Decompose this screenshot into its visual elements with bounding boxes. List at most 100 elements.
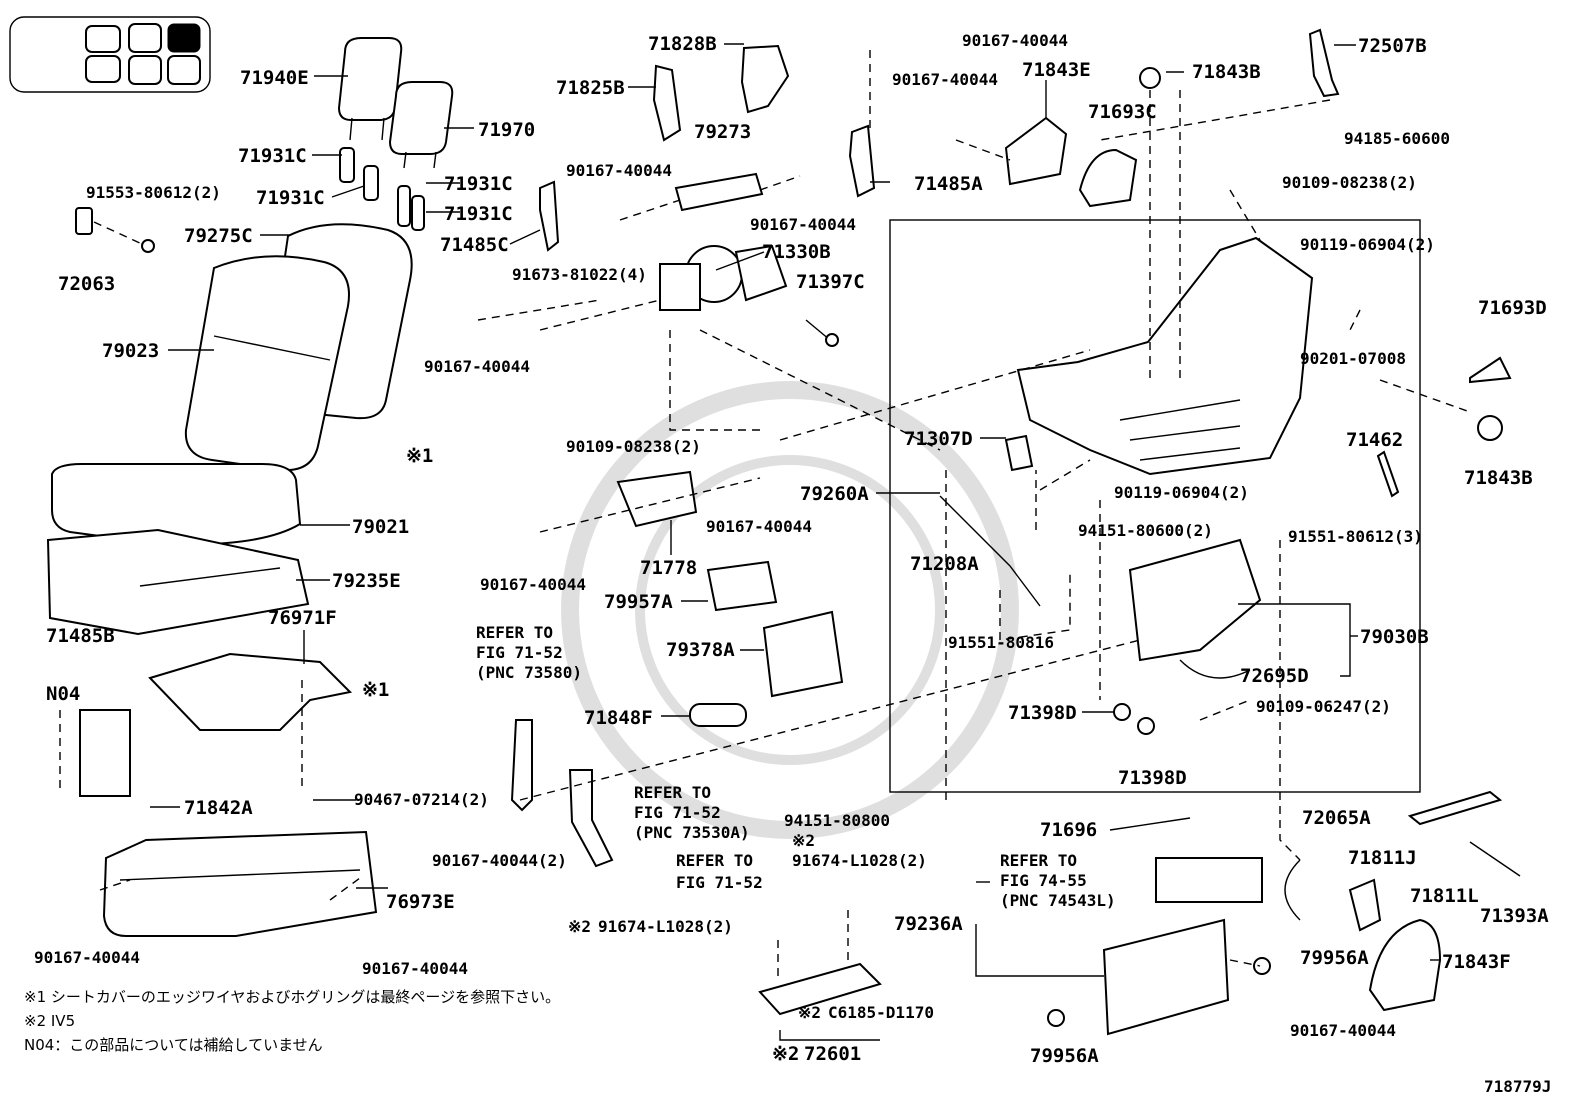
callout-90109-08238: 90109-08238(2): [566, 437, 701, 456]
refer-to-73530A: REFER TO FIG 71-52 (PNC 73530A): [634, 783, 750, 842]
callout-labels: 71940E 71970 71931C 71931C 71931C 71931C…: [34, 31, 1549, 1067]
callout-N04: N04: [46, 683, 80, 705]
callout-90167-40044: 90167-40044: [566, 161, 672, 180]
callout-71330B: 71330B: [762, 241, 831, 263]
callout-71848F: 71848F: [584, 707, 653, 729]
cover-71843F: [1368, 918, 1442, 1012]
seat-frame-76973E: [102, 830, 378, 937]
refer-to-74543L: REFER TO FIG 74-55 (PNC 74543L): [1000, 851, 1116, 910]
refer-line: REFER TO: [1000, 851, 1077, 870]
cover-71778: [616, 470, 698, 528]
callout-71307D: 71307D: [904, 428, 973, 450]
callout-71970: 71970: [478, 119, 535, 141]
recliner-71330B: [659, 244, 788, 311]
cable-71393A: [1469, 841, 1521, 877]
callout-90167-40044: 90167-40044: [750, 215, 856, 234]
callout-ast2: ※2: [798, 1003, 821, 1022]
callout-79021: 79021: [352, 516, 409, 538]
refer-line: REFER TO: [676, 851, 753, 870]
refer-line: FIG 71-52: [676, 873, 763, 892]
callout-94185-60600: 94185-60600: [1344, 129, 1450, 148]
leader-lines: [150, 43, 1440, 1041]
callout-91674-L1028: 91674-L1028(2): [792, 851, 927, 870]
callout-71485B: 71485B: [46, 625, 115, 647]
cover-71485B: [79, 709, 131, 797]
panel-71828B: [740, 44, 790, 114]
dashed-assembly-lines: [59, 50, 1471, 980]
footnote-2: ※2 IV5: [24, 1012, 75, 1030]
callout-71693C: 71693C: [1088, 101, 1157, 123]
refer-line: REFER TO: [476, 623, 553, 642]
callout-71398D: 71398D: [1008, 702, 1077, 724]
rod-71696: [1109, 817, 1191, 831]
callout-91673-81022: 91673-81022(4): [512, 265, 647, 284]
callout-76973E: 76973E: [386, 891, 455, 913]
callout-71931C: 71931C: [444, 203, 513, 225]
callout-ast2: ※2: [792, 831, 815, 850]
label-74543L: [1155, 857, 1263, 903]
cushion-tray-76971F: [148, 652, 353, 731]
reclining-unit-79030B: [1128, 538, 1262, 662]
refer-line: REFER TO: [634, 783, 711, 802]
cover-71485C: [539, 180, 560, 252]
callout-71778: 71778: [640, 557, 697, 579]
callout-71940E: 71940E: [240, 67, 309, 89]
cover-71843E: [1004, 116, 1068, 186]
diagram-id: 718779J: [1484, 1077, 1551, 1096]
callout-72695D: 72695D: [1240, 665, 1309, 687]
seatback-cushion-79023: [184, 255, 350, 472]
callout-71397C: 71397C: [796, 271, 865, 293]
callout-90109-08238: 90109-08238(2): [1282, 173, 1417, 192]
seat-frame-detail-box: [889, 219, 1421, 793]
callout-90167-40044: 90167-40044: [962, 31, 1068, 50]
callout-90119-06904: 90119-06904(2): [1300, 235, 1435, 254]
callout-71843B: 71843B: [1464, 467, 1533, 489]
bracket-72063: [75, 207, 155, 253]
callout-79235E: 79235E: [332, 570, 401, 592]
refer-to-71-52: REFER TO FIG 71-52: [676, 851, 763, 892]
refer-line: FIG 71-52: [634, 803, 721, 822]
callout-71811J: 71811J: [1348, 847, 1417, 869]
pads-71398D: [1113, 703, 1155, 735]
clip-79956A-b: [1047, 1009, 1065, 1027]
callout-90167-40044: 90167-40044: [34, 948, 140, 967]
callout-90167-40044: 90167-40044: [480, 575, 586, 594]
seatbelt-buckle-73580: [510, 719, 533, 812]
cable-71208A: [939, 495, 1041, 607]
callout-79023: 79023: [102, 340, 159, 362]
callout-79956A: 79956A: [1300, 947, 1369, 969]
bracket-72601: [758, 962, 882, 1016]
callout-90167-40044: 90167-40044: [892, 70, 998, 89]
cover-79957A: [706, 560, 778, 612]
callout-71696: 71696: [1040, 819, 1097, 841]
callout-90201-07008: 90201-07008: [1300, 349, 1406, 368]
callout-91553-80612: 91553-80612(2): [86, 183, 221, 202]
callout-ast1: ※1: [406, 445, 433, 467]
cap-71843B-top: [1139, 67, 1161, 89]
strap-71811L: [1348, 878, 1382, 932]
callout-90167-40044: 90167-40044: [362, 959, 468, 978]
seatbelt-buckle-73530A: [568, 769, 614, 868]
callout-71462: 71462: [1346, 429, 1403, 451]
clip-71462: [1376, 450, 1400, 498]
callout-90167-40044: 90167-40044: [706, 517, 812, 536]
callout-79956A: 79956A: [1030, 1045, 1099, 1067]
cover-71848F: [689, 703, 747, 727]
callout-79957A: 79957A: [604, 591, 673, 613]
cover-79273: [674, 172, 764, 212]
callout-90119-06904: 90119-06904(2): [1114, 483, 1249, 502]
callout-76971F: 76971F: [268, 607, 337, 629]
callout-71931C: 71931C: [256, 187, 325, 209]
callout-71843E: 71843E: [1022, 59, 1091, 81]
callout-72601: 72601: [804, 1043, 861, 1065]
callout-90467-07214: 90467-07214(2): [354, 790, 489, 809]
callout-71485C: 71485C: [440, 234, 509, 256]
lever-72507B: [1308, 28, 1340, 98]
footnote-1: ※1 シートカバーのエッジワイヤおよびホグリングは最終ページを参照下さい。: [24, 988, 560, 1006]
refer-line: FIG 74-55: [1000, 871, 1087, 890]
callout-71208A: 71208A: [910, 553, 979, 575]
clip-79956A-a: [1253, 957, 1271, 975]
callout-71398D: 71398D: [1118, 767, 1187, 789]
callout-72063: 72063: [58, 273, 115, 295]
